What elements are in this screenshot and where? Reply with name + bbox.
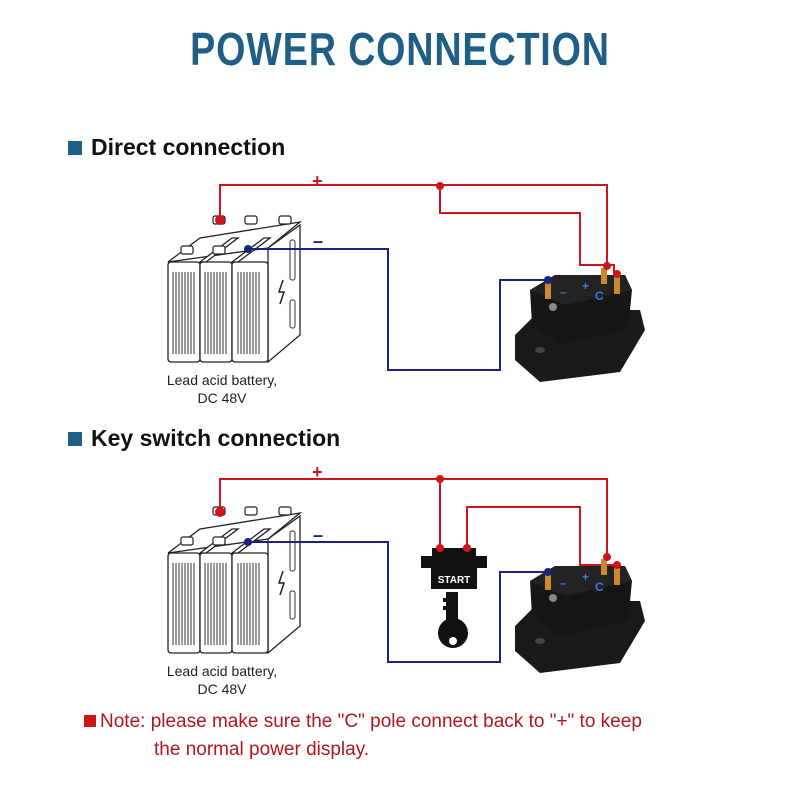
section-heading-text: Key switch connection [91, 425, 341, 451]
junction-dot [436, 475, 444, 483]
battery-label-line2: DC 48V [197, 681, 247, 697]
switch-out-wire [466, 506, 614, 566]
voltmeter-device-key-switch: – + C [515, 559, 645, 673]
battery-label-key-switch: Lead acid battery, DC 48V [142, 662, 302, 698]
battery-label-direct: Lead acid battery, DC 48V [142, 371, 302, 407]
negative-terminal-dot [244, 538, 252, 546]
page-title: POWER CONNECTION [190, 23, 610, 75]
section-heading-key-switch: Key switch connection [68, 425, 340, 452]
negative-terminal-dot [244, 245, 252, 253]
positive-label: + [312, 462, 323, 482]
voltmeter-device-direct: – + C [515, 268, 645, 382]
positive-branch-wire-direct [439, 185, 615, 274]
meter-terminal-c: C [595, 289, 604, 303]
section-heading-text: Direct connection [91, 134, 286, 160]
note-bullet-icon [84, 715, 96, 727]
negative-wire-direct [248, 248, 548, 371]
bullet-square-icon [68, 431, 82, 446]
battery-pack-direct [167, 215, 301, 363]
meter-negative-dot [544, 276, 552, 284]
meter-positive-dot [603, 262, 611, 270]
positive-wire-key [219, 478, 608, 557]
positive-terminal-dot [215, 215, 225, 225]
meter-terminal-plus: + [582, 570, 589, 584]
negative-label: – [313, 231, 323, 251]
note-line1: please make sure the "C" pole connect ba… [150, 711, 642, 732]
start-label: START [438, 575, 471, 586]
battery-label-line1: Lead acid battery, [166, 372, 278, 388]
meter-terminal-c: C [595, 580, 604, 594]
meter-c-dot [613, 270, 621, 278]
negative-wire-key [248, 541, 548, 663]
note-line2: the normal power display. [154, 739, 370, 760]
note-prefix: Note: [100, 711, 146, 732]
negative-label: – [313, 525, 323, 545]
meter-positive-dot [603, 553, 611, 561]
positive-terminal-dot [215, 507, 225, 517]
key-icon [438, 592, 468, 648]
meter-terminal-minus: – [560, 576, 567, 590]
meter-terminal-minus: – [560, 285, 567, 299]
meter-terminal-plus: + [582, 279, 589, 293]
meter-c-dot [613, 561, 621, 569]
meter-negative-dot [544, 568, 552, 576]
junction-dot [436, 182, 444, 190]
key-switch: START [421, 544, 487, 648]
positive-wire-direct [219, 184, 608, 265]
positive-label: + [312, 171, 323, 191]
bullet-square-icon [68, 140, 82, 155]
battery-pack-key-switch [167, 506, 301, 654]
battery-label-line1: Lead acid battery, [166, 663, 278, 679]
section-heading-direct: Direct connection [68, 134, 285, 161]
note: Note: please make sure the "C" pole conn… [84, 708, 642, 764]
battery-label-line2: DC 48V [197, 390, 247, 406]
